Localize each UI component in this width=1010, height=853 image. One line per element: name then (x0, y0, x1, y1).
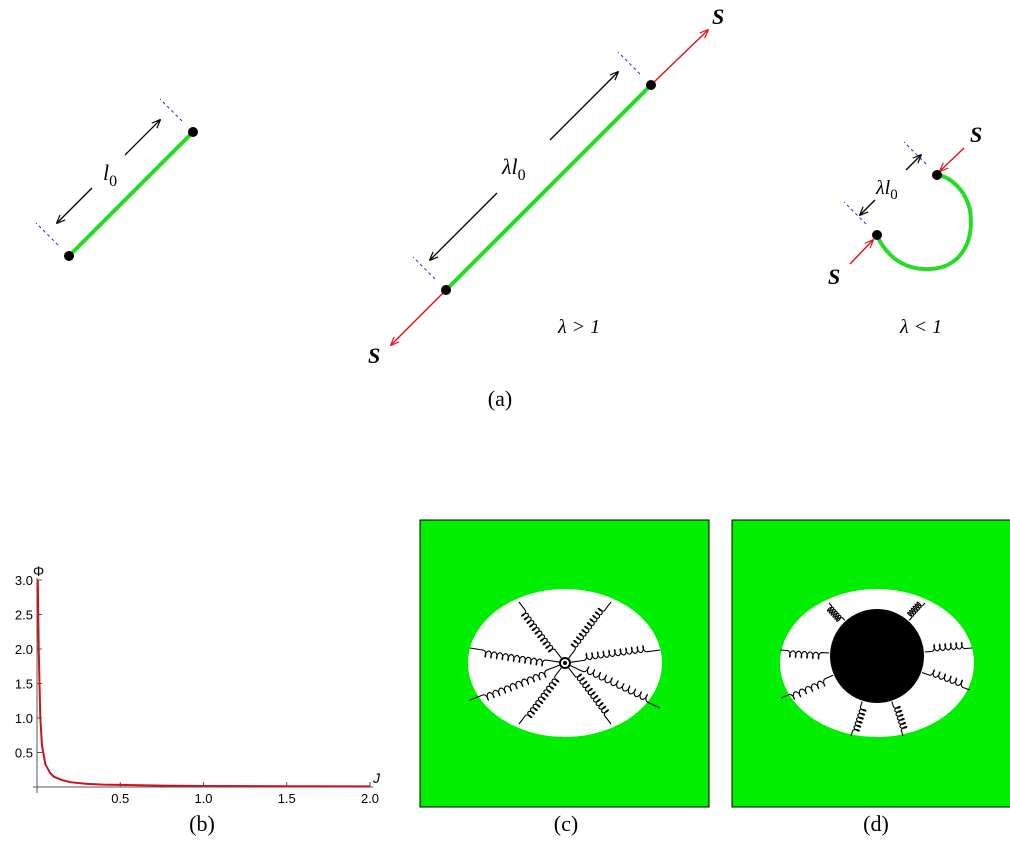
spring-fiber (570, 644, 661, 663)
y-tick-label: 2.0 (15, 642, 33, 657)
rest-fiber-segment (67, 130, 195, 258)
x-tick-label: 2.0 (361, 791, 379, 806)
rest-fiber: l0 (35, 98, 198, 261)
tension-arrow (391, 289, 447, 345)
spring-fiber (570, 665, 661, 709)
y-tick-label: 0.5 (15, 746, 33, 761)
extent-dash-line (617, 51, 641, 75)
force-label: S (712, 4, 724, 29)
spring-fiber (924, 641, 973, 653)
data-series-line (36, 579, 371, 788)
panel-c (419, 519, 710, 808)
spring-fiber (826, 602, 846, 622)
compressed-fiber: λl0 S S λ < 1 (828, 122, 982, 338)
stretched-fiber-end-node (646, 80, 656, 90)
y-tick-label: 1.0 (15, 711, 33, 726)
compressed-length-arrow (860, 199, 876, 215)
compressed-fiber-end-node (872, 230, 882, 240)
extent-dash-line (412, 256, 436, 280)
caption-c: (c) (554, 811, 578, 836)
stretched-length-label: λl0 (501, 154, 526, 184)
y-axis-label: Φ (33, 563, 44, 579)
compression-arrow (849, 240, 873, 265)
rest-length-arrow (57, 187, 93, 223)
spring-fiber (780, 674, 834, 701)
x-tick-label: 1.5 (278, 791, 296, 806)
force-label: S (368, 343, 380, 368)
extent-dash-line (35, 222, 59, 246)
spring-fiber (568, 667, 612, 725)
spring-fiber (568, 601, 612, 659)
stretched-fiber-segment (444, 83, 653, 292)
y-tick-label: 1.5 (15, 677, 33, 692)
x-tick-label: 1.0 (194, 791, 212, 806)
stretched-fiber: λl0 S S λ > 1 (368, 4, 724, 368)
panel-b-chart: Φ J 0.5 1.0 1.5 2.0 0.5 1.0 1.5 2.0 2.5 3.0 (15, 563, 381, 806)
central-node-core (563, 661, 567, 665)
rest-length-arrow (124, 120, 160, 156)
force-label: S (970, 122, 982, 147)
extent-dash-line (843, 201, 867, 225)
spring-fiber (921, 669, 971, 691)
tension-arrow (650, 30, 708, 86)
y-tick-label: 3.0 (15, 573, 33, 588)
spring-network (469, 601, 661, 725)
spring-fiber (518, 601, 562, 659)
rest-fiber-end-node (188, 127, 198, 137)
compressed-condition-label: λ < 1 (899, 316, 942, 338)
rest-length-label: l0 (103, 160, 117, 190)
stretched-length-arrow (549, 72, 618, 141)
rest-fiber-end-node (64, 251, 74, 261)
compressed-fiber-end-node (932, 170, 942, 180)
force-label: S (828, 264, 840, 289)
caption-b: (b) (189, 811, 215, 836)
spring-fiber (907, 601, 926, 621)
y-tick-label: 2.5 (15, 608, 33, 623)
spring-fiber (469, 647, 560, 667)
x-axis-label: J (372, 770, 381, 786)
compression-arrow (940, 147, 965, 171)
stretched-fiber-end-node (441, 285, 451, 295)
extent-dash-line (903, 141, 927, 165)
spring-network (779, 601, 973, 737)
x-tick-label: 0.5 (111, 791, 129, 806)
spring-fiber (518, 667, 562, 725)
spring-fiber (469, 664, 560, 702)
caption-a: (a) (488, 386, 512, 411)
panel-d (731, 519, 1010, 808)
buckled-fiber-arc (875, 173, 973, 272)
inclusion-disk (830, 609, 924, 703)
spring-fiber (891, 701, 908, 737)
extent-dash-line (159, 98, 183, 122)
stretched-length-arrow (430, 192, 498, 260)
stretched-condition-label: λ > 1 (557, 316, 600, 338)
compressed-length-label: λl0 (875, 177, 898, 203)
compressed-length-arrow (905, 155, 921, 171)
spring-fiber (850, 701, 867, 737)
tick-layer: 0.5 1.0 1.5 2.0 0.5 1.0 1.5 2.0 2.5 3.0 (15, 573, 379, 806)
caption-d: (d) (863, 811, 889, 836)
panel-a: l0 λl0 S S λ > 1 (35, 4, 982, 411)
spring-fiber (779, 649, 830, 660)
